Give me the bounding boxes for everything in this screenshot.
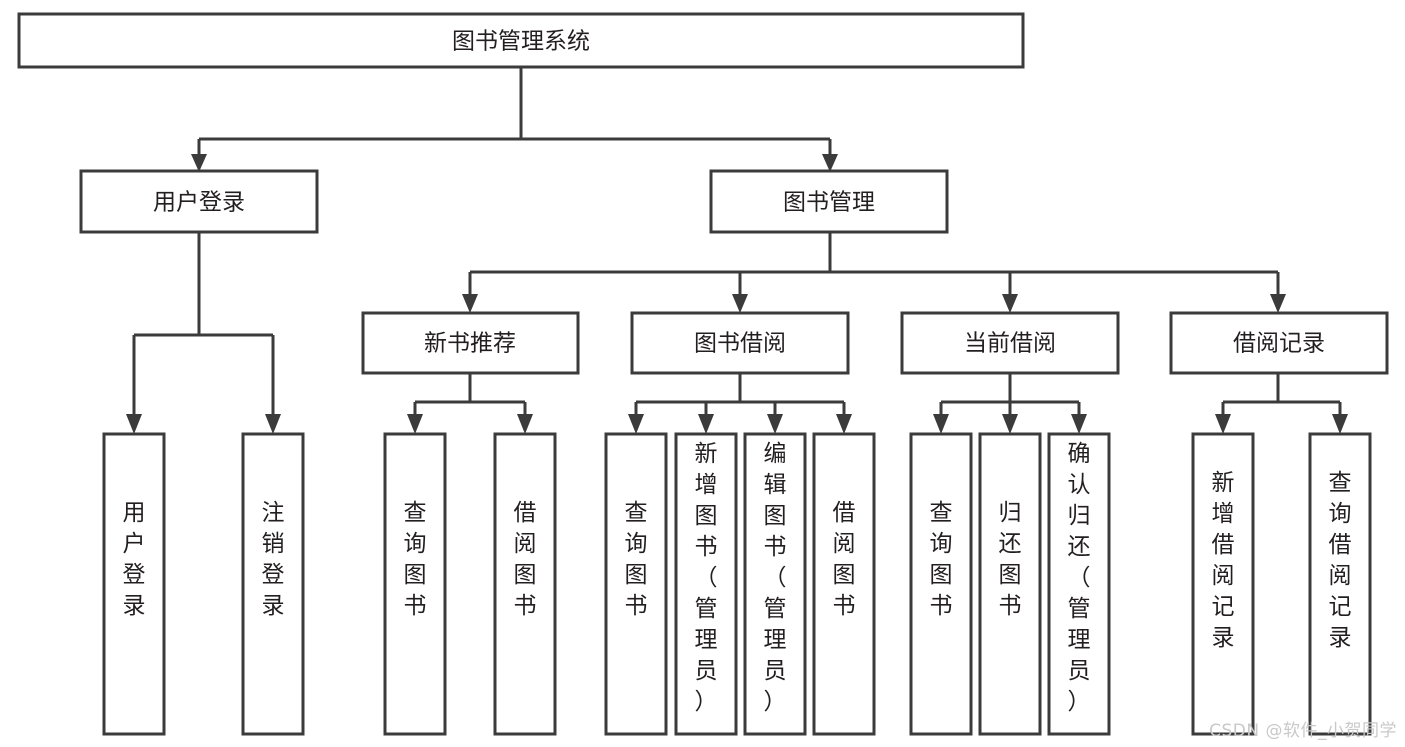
leaf-borrow-book-2-box[interactable] bbox=[812, 432, 876, 736]
node-book-management[interactable]: 图书管理 bbox=[709, 169, 949, 234]
leaf-user-login-box[interactable] bbox=[102, 432, 166, 736]
node-user-login-label: 用户登录 bbox=[153, 190, 245, 216]
leaf-query-record[interactable]: 查询借阅记录 bbox=[1308, 432, 1372, 736]
leaf-logout-login[interactable]: 注销登录 bbox=[241, 432, 305, 736]
node-current-borrow-box[interactable] bbox=[900, 311, 1120, 375]
leaf-logout-login-box[interactable] bbox=[241, 432, 305, 736]
node-book-management-box[interactable] bbox=[709, 169, 949, 234]
node-root-box[interactable] bbox=[17, 12, 1025, 69]
leaf-edit-book-box[interactable] bbox=[743, 432, 807, 736]
node-root[interactable]: 图书管理系统 bbox=[17, 12, 1025, 69]
node-borrow-record-box[interactable] bbox=[1169, 311, 1389, 375]
node-user-login-box[interactable] bbox=[79, 169, 319, 234]
leaf-return-book-label: 归还图书 bbox=[999, 500, 1022, 619]
node-book-borrow[interactable]: 图书借阅 bbox=[630, 311, 850, 375]
leaf-query-book-1[interactable]: 查询图书 bbox=[383, 432, 447, 736]
node-borrow-record-label: 借阅记录 bbox=[1233, 331, 1325, 357]
node-new-book-recommend[interactable]: 新书推荐 bbox=[361, 311, 580, 375]
leaf-borrow-book-1-label: 借阅图书 bbox=[514, 500, 537, 619]
leaf-query-book-2-box[interactable] bbox=[604, 432, 668, 736]
node-new-book-recommend-label: 新书推荐 bbox=[424, 331, 516, 357]
connector-new-book-recommend-to-leaves bbox=[407, 373, 533, 434]
leaf-query-book-3-box[interactable] bbox=[909, 432, 973, 736]
leaf-query-book-3-label: 查询图书 bbox=[930, 500, 953, 619]
leaf-confirm-return-box[interactable] bbox=[1047, 432, 1111, 736]
leaf-user-login[interactable]: 用户登录 bbox=[102, 432, 166, 736]
leaf-add-record[interactable]: 新增借阅记录 bbox=[1191, 432, 1255, 736]
node-user-login[interactable]: 用户登录 bbox=[79, 169, 319, 234]
leaf-query-book-3[interactable]: 查询图书 bbox=[909, 432, 973, 736]
leaf-borrow-book-1[interactable]: 借阅图书 bbox=[493, 432, 557, 736]
node-book-management-label: 图书管理 bbox=[783, 190, 875, 216]
leaf-query-book-1-box[interactable] bbox=[383, 432, 447, 736]
leaf-query-book-1-label: 查询图书 bbox=[404, 500, 427, 619]
leaf-borrow-book-2-label: 借阅图书 bbox=[833, 500, 856, 619]
node-book-borrow-box[interactable] bbox=[630, 311, 850, 375]
leaf-query-record-label: 查询借阅记录 bbox=[1329, 470, 1352, 651]
connector-current-borrow-to-leaves bbox=[933, 373, 1087, 434]
leaf-borrow-book-2[interactable]: 借阅图书 bbox=[812, 432, 876, 736]
leaf-edit-book-label: 编辑图书（管理员） bbox=[764, 441, 787, 715]
node-current-borrow-label: 当前借阅 bbox=[964, 331, 1056, 357]
connector-book-management-to-level2 bbox=[462, 232, 1286, 313]
connector-book-borrow-to-leaves bbox=[628, 373, 852, 434]
leaf-edit-book[interactable]: 编辑图书（管理员） bbox=[743, 432, 807, 736]
connector-user-login-to-leaves bbox=[126, 232, 281, 434]
leaf-return-book[interactable]: 归还图书 bbox=[978, 432, 1042, 736]
connector-borrow-record-to-leaves bbox=[1215, 373, 1348, 434]
leaf-add-book-label: 新增图书（管理员） bbox=[695, 441, 718, 715]
leaf-add-record-box[interactable] bbox=[1191, 432, 1255, 736]
node-new-book-recommend-box[interactable] bbox=[361, 311, 580, 375]
leaf-confirm-return-label: 确认归还（管理员） bbox=[1068, 441, 1091, 715]
leaf-user-login-label: 用户登录 bbox=[123, 500, 146, 619]
leaf-add-book[interactable]: 新增图书（管理员） bbox=[674, 432, 738, 736]
leaf-add-book-box[interactable] bbox=[674, 432, 738, 736]
leaf-query-record-box[interactable] bbox=[1308, 432, 1372, 736]
leaf-add-record-label: 新增借阅记录 bbox=[1212, 470, 1235, 651]
leaf-logout-login-label: 注销登录 bbox=[262, 500, 285, 619]
leaf-confirm-return[interactable]: 确认归还（管理员） bbox=[1047, 432, 1111, 736]
leaf-query-book-2-label: 查询图书 bbox=[625, 500, 648, 619]
leaf-return-book-box[interactable] bbox=[978, 432, 1042, 736]
node-current-borrow[interactable]: 当前借阅 bbox=[900, 311, 1120, 375]
leaf-borrow-book-1-box[interactable] bbox=[493, 432, 557, 736]
node-book-borrow-label: 图书借阅 bbox=[694, 331, 786, 357]
connector-root-to-level1 bbox=[191, 67, 838, 172]
node-root-label: 图书管理系统 bbox=[452, 29, 590, 55]
leaf-query-book-2[interactable]: 查询图书 bbox=[604, 432, 668, 736]
node-borrow-record[interactable]: 借阅记录 bbox=[1169, 311, 1389, 375]
